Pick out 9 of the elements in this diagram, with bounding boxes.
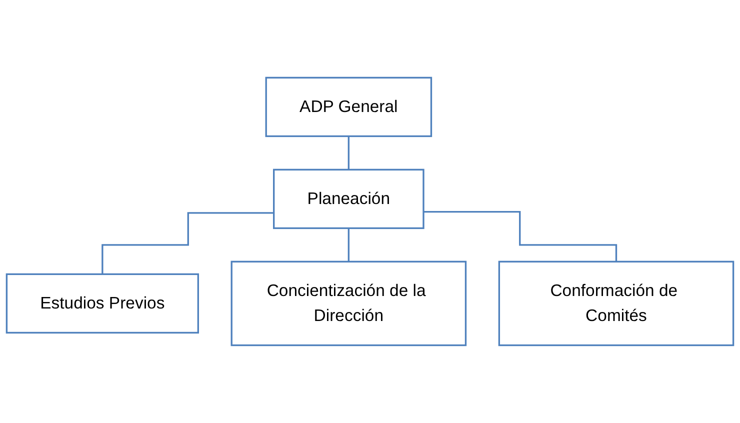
connector [424, 210, 618, 262]
node-box: Concientización de la Dirección [230, 260, 467, 346]
node-box: ADP General [265, 76, 432, 138]
node-box: Estudios Previos [6, 273, 199, 334]
connector [102, 212, 274, 276]
node-box: Planeación [273, 168, 424, 230]
connector [348, 227, 350, 262]
connector [348, 135, 350, 171]
node-box: Conformación de Comités [498, 260, 734, 346]
